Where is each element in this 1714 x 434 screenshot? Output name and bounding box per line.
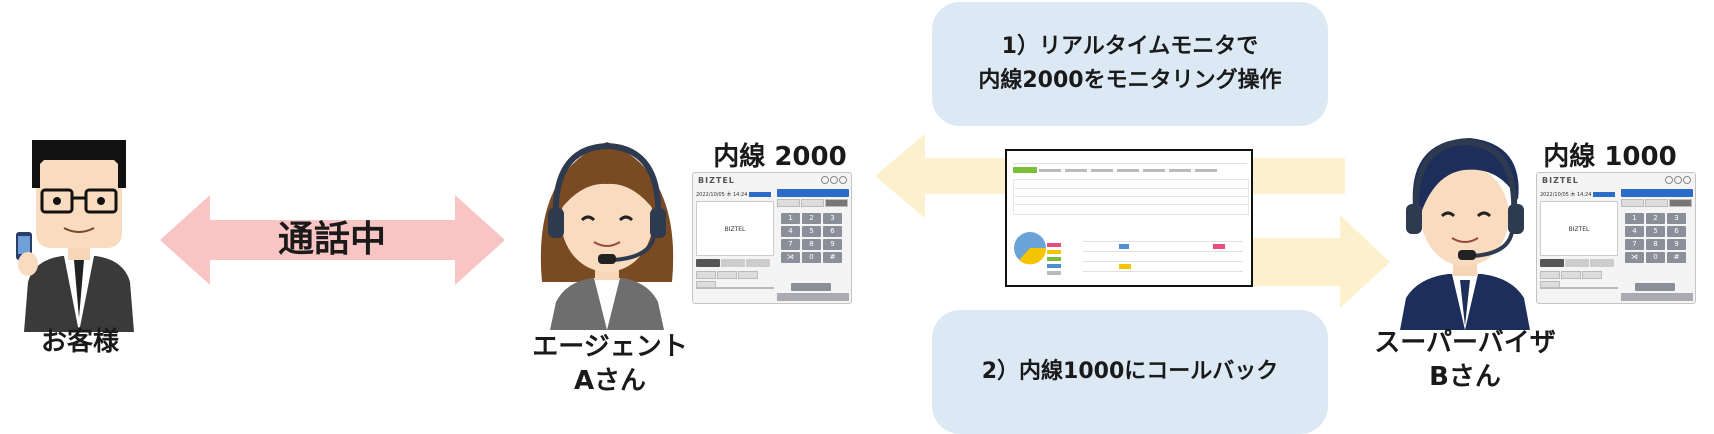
key-4[interactable]: 4 [1625,226,1644,237]
status-button[interactable] [777,189,849,197]
key-2[interactable]: 2 [802,213,821,224]
key-0[interactable]: 0 [1646,252,1665,263]
tab-dial[interactable] [1669,199,1692,207]
phone-datetime: 2022/10/05 木 14:24 [1540,191,1616,198]
call-double-arrow [160,195,505,285]
supervisor-label-line1: スーパーバイザ [1374,328,1556,358]
agent-extension: 内線 2000 [713,142,847,172]
call-button[interactable] [696,259,720,267]
key-4[interactable]: 4 [781,226,800,237]
key-9[interactable]: 9 [823,239,842,250]
phone-display: BIZTEL [1540,201,1618,256]
step1-bubble: 1）リアルタイムモニタで 内線2000をモニタリング操作 [932,2,1328,126]
agent-table [1083,241,1243,281]
status-button[interactable] [1621,189,1693,197]
window-controls [1664,176,1691,186]
realtime-monitor-screenshot [1005,149,1253,287]
key-flash[interactable]: ⋊ [781,252,800,263]
step2-text: 2）内線1000にコールバック [981,359,1279,384]
supervisor-illustration [1400,138,1530,330]
transfer-button[interactable] [1590,259,1614,267]
key-0[interactable]: 0 [802,252,821,263]
tab-dial[interactable] [825,199,848,207]
hold-button[interactable] [1565,259,1589,267]
key-7[interactable]: 7 [781,239,800,250]
key-9[interactable]: 9 [1667,239,1686,250]
phone-brand: BIZTEL [698,176,735,185]
key-3[interactable]: 3 [823,213,842,224]
phone-datetime: 2022/10/05 木 14:24 [696,191,772,198]
key-hash[interactable]: # [1667,252,1686,263]
customer-label: お客様 [40,327,119,357]
key-6[interactable]: 6 [1667,226,1686,237]
step1-line1: 1）リアルタイムモニタで [1001,34,1259,59]
supervisor-extension: 内線 1000 [1543,142,1677,172]
transfer-button[interactable] [746,259,770,267]
agent-label-line1: エージェント [532,332,688,362]
phone-display: BIZTEL [696,201,774,256]
key-8[interactable]: 8 [802,239,821,250]
call-button[interactable] [1540,259,1564,267]
call-label: 通話中 [277,219,386,260]
key-1[interactable]: 1 [1625,213,1644,224]
step1-line2: 内線2000をモニタリング操作 [978,68,1282,93]
step2-bubble: 2）内線1000にコールバック [932,310,1328,434]
agent-illustration [540,142,674,330]
key-hash[interactable]: # [823,252,842,263]
agent-label-line2: Aさん [573,366,647,396]
status-indicator [1013,167,1037,173]
key-8[interactable]: 8 [1646,239,1665,250]
tab-history[interactable] [777,199,800,207]
tab-history[interactable] [1621,199,1644,207]
clear-button[interactable] [1635,283,1675,291]
display-name: BIZTEL [724,226,746,233]
phone-brand: BIZTEL [1542,176,1579,185]
volume-slider[interactable] [1540,287,1618,289]
key-7[interactable]: 7 [1625,239,1644,250]
stats-grid [1013,179,1249,215]
customer-illustration [16,140,134,332]
volume-slider[interactable] [696,287,774,289]
tab-phonebook[interactable] [1645,199,1668,207]
key-5[interactable]: 5 [1646,226,1665,237]
supervisor-label-line2: Bさん [1429,362,1501,392]
tab-phonebook[interactable] [801,199,824,207]
pie-chart-icon [1014,232,1047,265]
window-controls [820,176,847,186]
key-5[interactable]: 5 [802,226,821,237]
key-2[interactable]: 2 [1646,213,1665,224]
key-flash[interactable]: ⋊ [1625,252,1644,263]
key-3[interactable]: 3 [1667,213,1686,224]
key-6[interactable]: 6 [823,226,842,237]
clear-button[interactable] [791,283,831,291]
hold-button[interactable] [721,259,745,267]
display-name: BIZTEL [1568,226,1590,233]
key-1[interactable]: 1 [781,213,800,224]
